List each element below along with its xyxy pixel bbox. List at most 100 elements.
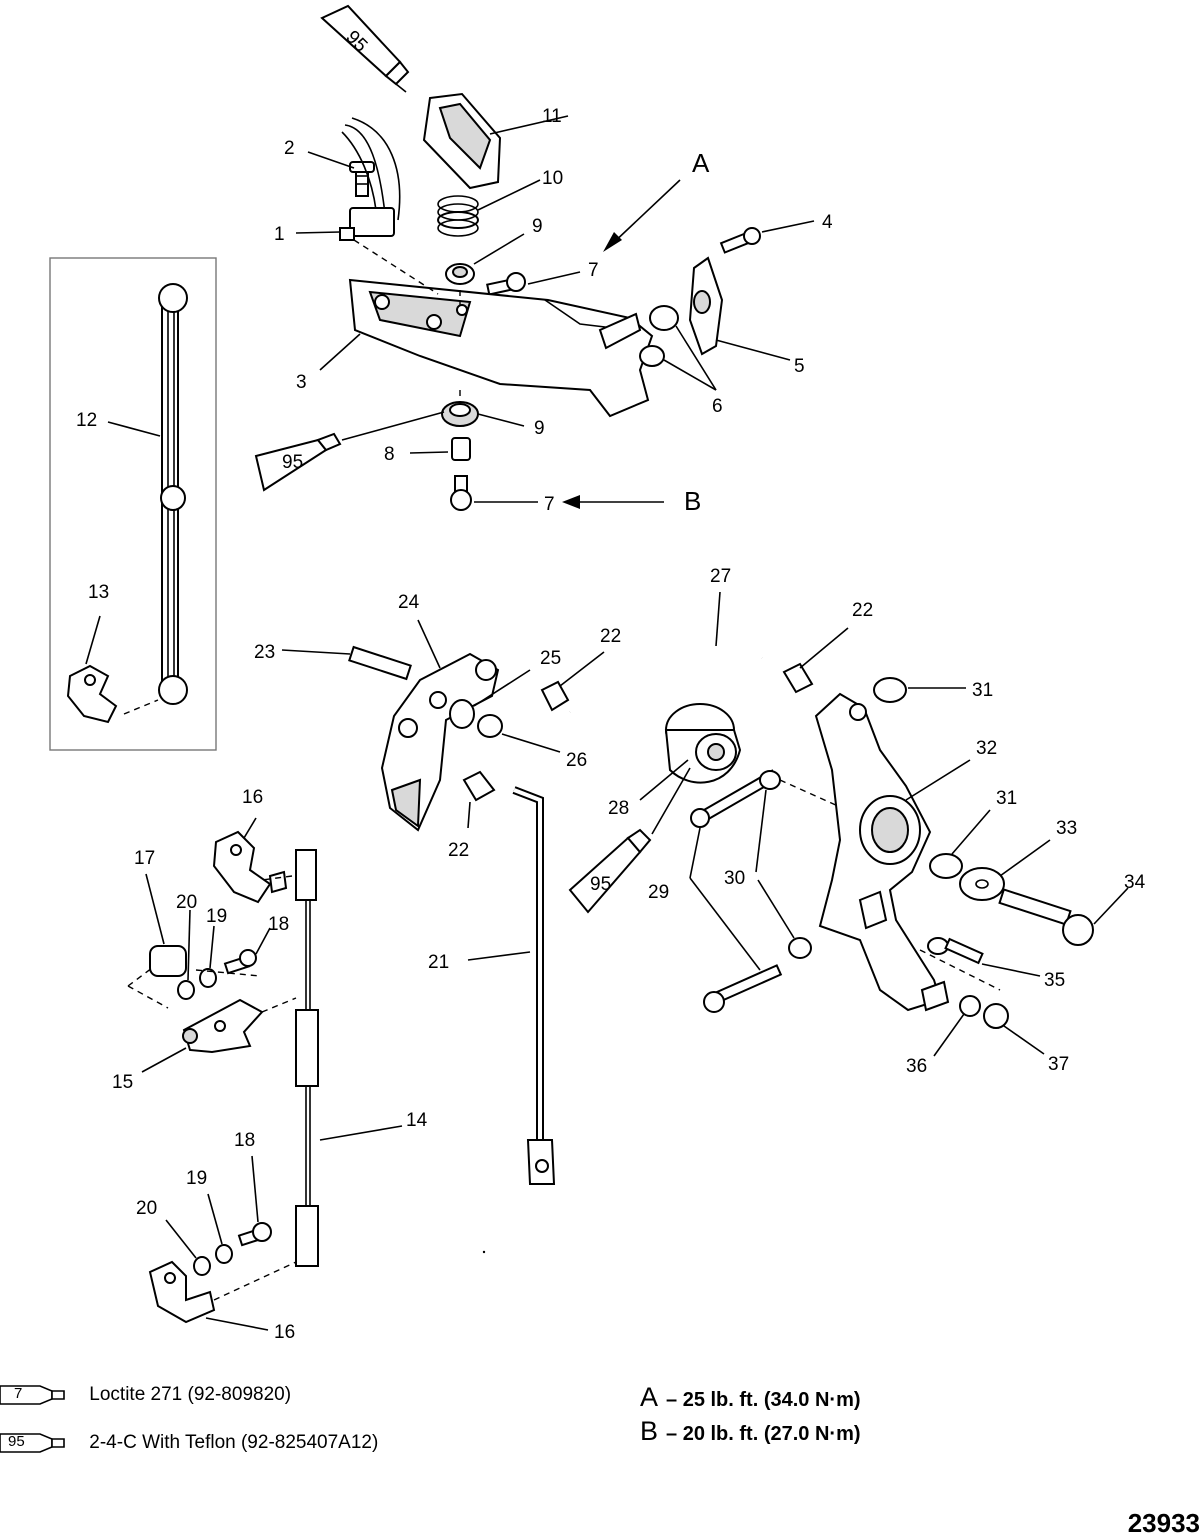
callout-11: 11 [542,106,562,127]
figure-number: 23933 [1127,1508,1200,1538]
part-19-washer-lower [207,1193,233,1264]
part-32-cam [779,692,971,1012]
part-6-bushings [639,305,717,391]
part-22-clip-right [782,627,849,694]
part-24-bellcrank [380,619,500,832]
part-2-screw [307,151,375,197]
svg-text:A: A [692,148,710,178]
part-23-stud [281,645,412,681]
part-14-link-rod [261,849,403,1267]
callout-19-upper: 19 [206,906,227,927]
part-18-screw-lower [237,1155,272,1247]
part-15-linkage [127,967,297,1073]
part-5-plate [688,256,791,361]
part-31-bushing-upper [873,677,966,703]
callout-30: 30 [724,868,745,889]
callout-7-bottom: 7 [544,494,555,515]
callout-28: 28 [608,798,629,819]
part-19-washer-upper [199,925,217,988]
legend-text: 2-4-C With Teflon (92-825407A12) [89,1432,379,1454]
callout-27: 27 [710,566,731,587]
callout-34: 34 [1124,872,1146,893]
part-7-screw-bottom [450,475,538,511]
callout-2: 2 [284,138,295,159]
torque-letter: A [640,1382,659,1412]
callout-32: 32 [976,738,997,759]
callout-35: 35 [1044,970,1065,991]
callout-19-lower: 19 [186,1168,207,1189]
callout-1: 1 [274,224,285,245]
part-26-nut [477,714,561,753]
callout-31-upper: 31 [972,680,993,701]
part-21-rod [467,786,556,1185]
part-9-bushing-bottom [441,390,525,427]
callout-33: 33 [1056,818,1077,839]
callout-22-middle: 22 [600,626,621,647]
part-12-link-rod [107,283,188,705]
part-29-screw-lower [689,877,783,1013]
inset-frame [49,257,217,751]
callout-20-lower: 20 [136,1198,157,1219]
callout-14: 14 [406,1110,428,1131]
callout-18-lower: 18 [234,1130,255,1151]
part-17-bushing [145,873,187,977]
part-35-stud [919,937,1041,991]
callout-12: 12 [76,410,97,431]
part-28-pulley [639,703,742,801]
callout-8: 8 [384,444,395,465]
part-27-rod [569,591,763,714]
svg-text:95: 95 [282,452,303,473]
svg-text:95: 95 [590,874,611,895]
callout-24: 24 [398,592,420,613]
callout-26: 26 [566,750,587,771]
part-34-bolt [998,887,1129,946]
part-20-washer-lower [165,1219,211,1276]
callout-22-left: 22 [448,840,469,861]
callout-29: 29 [648,882,669,903]
legend-code: 7 [14,1385,23,1402]
callout-10: 10 [542,168,563,189]
callout-15: 15 [112,1072,133,1093]
callout-17: 17 [134,848,155,869]
part-37-nut [983,1003,1045,1055]
part-16-linkage-lower [148,1260,297,1331]
callout-5: 5 [794,356,805,377]
callout-20-upper: 20 [176,892,197,913]
part-22-clip-upper [540,651,605,712]
callout-16-upper: 16 [242,787,263,808]
torque-letter: B [640,1416,659,1446]
callout-9-top: 9 [532,216,543,237]
callout-25: 25 [540,648,561,669]
torque-spec-a: A – 25 lb. ft. (34.0 N·m) [640,1382,861,1413]
part-8-spacer [409,437,471,461]
part-16-linkage-upper [212,817,288,904]
torque-spec-b: B– 20 lb. ft. (27.0 N·m) [640,1416,861,1447]
callout-22-right: 22 [852,600,873,621]
part-18-screw-upper [223,927,271,975]
legend-code: 95 [8,1433,25,1450]
part-3-bracket [319,239,654,418]
part-4-screw [719,220,815,254]
tube-icon [0,1385,65,1405]
part-30-nut-upper [755,770,781,873]
tube-icon [0,1433,65,1453]
part-1-switch [295,117,401,241]
legend-loctite: 7 Loctite 271 (92-809820) [0,1384,291,1406]
callout-13: 13 [88,582,109,603]
callout-6: 6 [712,396,723,417]
callout-3: 3 [296,372,307,393]
part-30-nut-lower [757,879,812,959]
callout-9-bottom: 9 [534,418,545,439]
part-31-bushing-lower [929,809,991,879]
part-36-washer [933,995,981,1057]
grease-tube-middle: 95 [568,767,691,914]
callout-23: 23 [254,642,275,663]
grease-tube-left: 95 [254,411,445,492]
callout-4: 4 [822,212,833,233]
part-13-linkage-arm [66,615,159,724]
callout-36: 36 [906,1056,927,1077]
callout-37: 37 [1048,1054,1069,1075]
callout-31-lower: 31 [996,788,1017,809]
torque-value: – 25 lb. ft. (34.0 N·m) [666,1389,861,1411]
